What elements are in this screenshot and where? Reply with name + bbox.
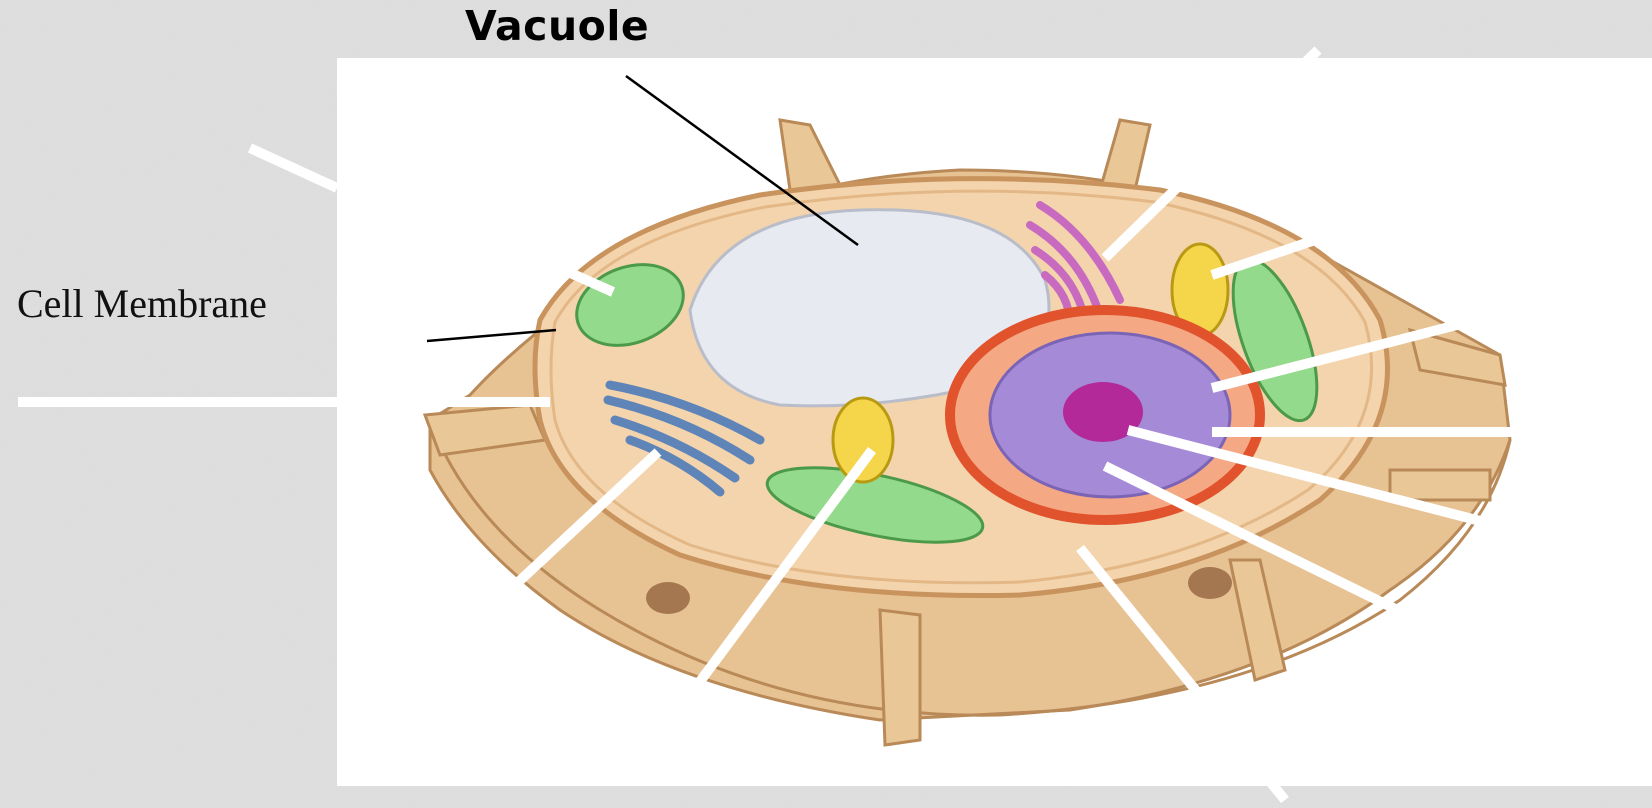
blank-leader-line	[250, 148, 337, 188]
blank-leader-line	[1212, 150, 1580, 275]
vacuole-label: Vacuole	[465, 2, 649, 50]
cell-membrane-label: Cell Membrane	[17, 280, 267, 327]
